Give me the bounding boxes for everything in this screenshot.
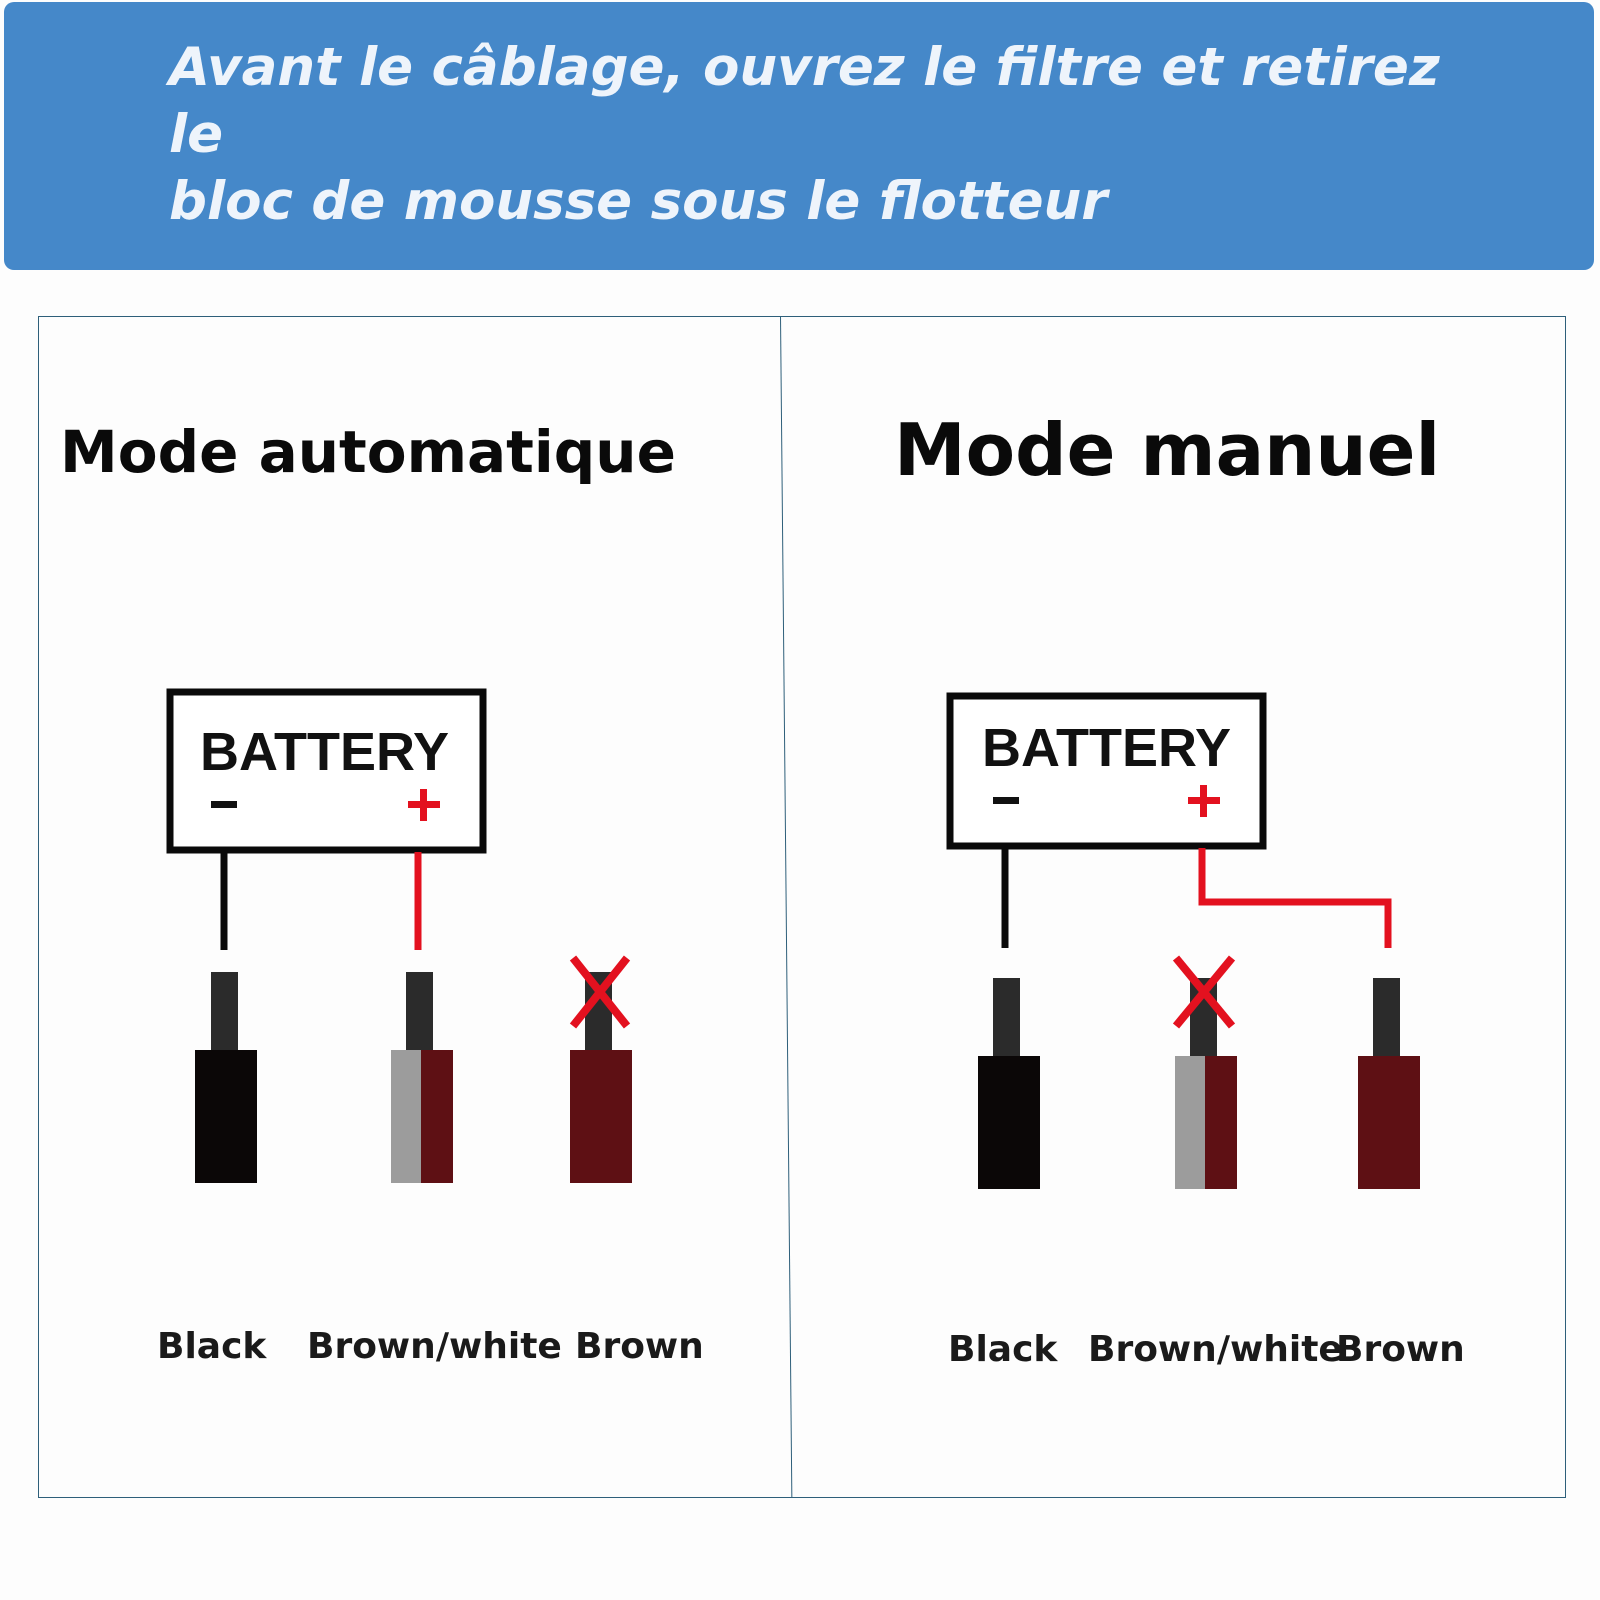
manual-brown-white-unused-cross-icon (1172, 955, 1236, 1029)
instruction-line-1: Avant le câblage, ouvrez le filtre et re… (169, 37, 1440, 165)
instruction-text: Avant le câblage, ouvrez le filtre et re… (169, 34, 1469, 235)
manual-brown-connector (1358, 978, 1420, 1189)
manual-black-connector (978, 978, 1040, 1189)
manual-positive-wire (1198, 848, 1392, 948)
auto-label-brown-white: Brown/white (307, 1326, 562, 1367)
manual-mode-title: Mode manuel (894, 408, 1441, 492)
manual-plus-sign (1188, 785, 1220, 817)
auto-plus-sign (408, 789, 440, 821)
auto-brown-white-connector (391, 972, 453, 1183)
manual-minus-sign (993, 797, 1019, 804)
auto-battery-label: BATTERY (200, 722, 449, 782)
auto-brown-unused-cross-icon (569, 955, 631, 1029)
auto-label-brown: Brown (575, 1326, 704, 1367)
auto-brown-connector (570, 972, 632, 1183)
auto-mode-title: Mode automatique (60, 418, 676, 486)
manual-label-brown: Brown (1336, 1329, 1465, 1370)
auto-battery: BATTERY (166, 688, 487, 854)
auto-black-connector (195, 972, 257, 1183)
manual-battery: BATTERY (946, 692, 1267, 850)
auto-battery-box (166, 688, 487, 854)
auto-minus-sign (211, 801, 237, 808)
manual-label-brown-white: Brown/white (1088, 1329, 1343, 1370)
instruction-banner: Avant le câblage, ouvrez le filtre et re… (4, 2, 1594, 270)
diagram-frame (38, 316, 1566, 1498)
auto-label-black: Black (157, 1326, 267, 1367)
instruction-line-2: bloc de mousse sous le flotteur (169, 171, 1108, 232)
manual-battery-box (946, 692, 1267, 850)
manual-battery-label: BATTERY (982, 718, 1231, 778)
manual-label-black: Black (948, 1329, 1058, 1370)
